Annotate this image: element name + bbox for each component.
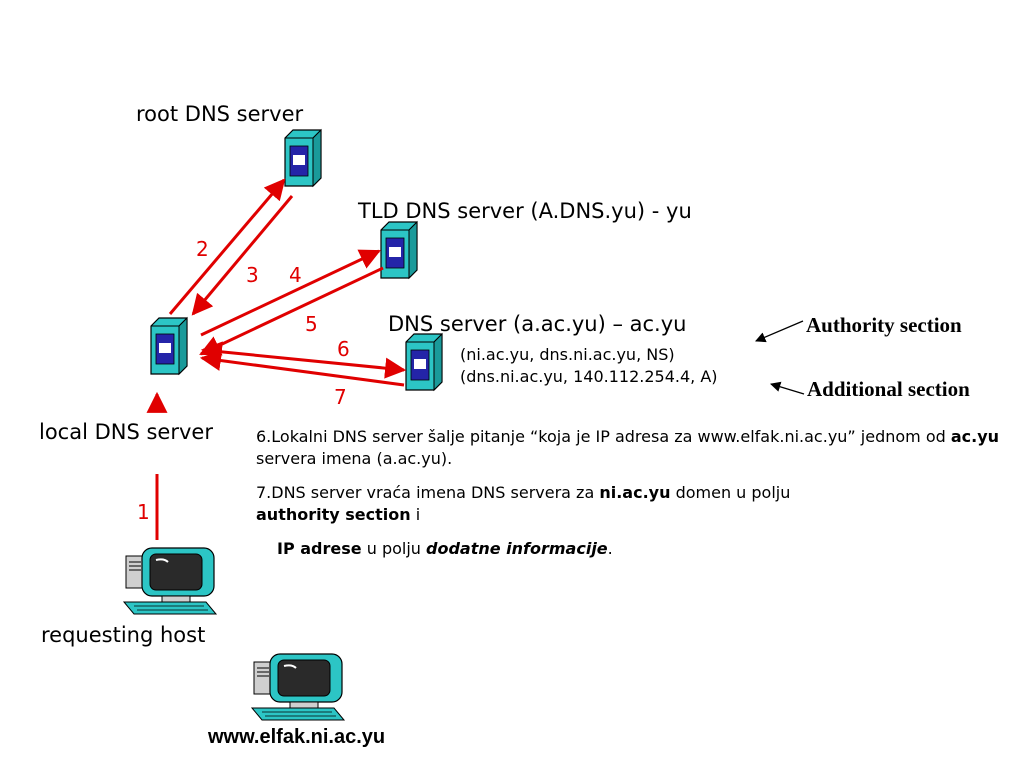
step7-text-e: i	[410, 505, 421, 524]
step7-text-additional: dodatne informacije	[426, 539, 608, 558]
auth-server-label: DNS server (a.ac.yu) – ac.yu	[388, 312, 687, 336]
step-number-5: 5	[305, 312, 318, 336]
step6-arrow	[200, 341, 407, 379]
additional-section-label: Additional section	[807, 377, 970, 401]
authority-record: (ni.ac.yu, dns.ni.ac.yu, NS)	[460, 345, 675, 364]
step2-arrow	[168, 178, 286, 315]
step7-text-ip: IP adrese	[277, 539, 362, 558]
target-host-label: www.elfak.ni.ac.yu	[208, 726, 386, 748]
authority-section-label: Authority section	[806, 313, 962, 337]
step-number-7: 7	[334, 385, 347, 409]
step5-arrow	[199, 266, 384, 356]
local-server-icon	[150, 317, 188, 375]
step-number-3: 3	[246, 263, 259, 287]
step6-text-c: servera imena (a.ac.yu).	[256, 449, 453, 468]
additional-callout-arrow	[770, 381, 805, 395]
target-host-computer-icon	[251, 653, 345, 721]
step3-arrow	[191, 195, 294, 316]
requesting-host-label: requesting host	[41, 623, 206, 647]
root-server-label: root DNS server	[136, 102, 304, 126]
step7-text-a: 7.DNS server vraća imena DNS servera za	[256, 483, 600, 502]
step6-text-bold: ac.yu	[950, 427, 1000, 446]
step4-arrow	[200, 249, 381, 337]
description-step6: 6.Lokalni DNS server šalje pitanje “koja…	[256, 426, 1024, 470]
step-number-4: 4	[289, 263, 302, 287]
step-number-1: 1	[137, 500, 150, 524]
step7-text-period: .	[607, 539, 613, 558]
tld-server-icon	[380, 221, 418, 279]
authority-callout-arrow	[755, 320, 804, 343]
step-number-6: 6	[337, 337, 350, 361]
step7-text-c: domen u polju	[670, 483, 791, 502]
description-step7-cont: IP adrese u polju dodatne informacije.	[277, 538, 1024, 560]
root-server-icon	[284, 129, 322, 187]
step7-arrow	[199, 350, 405, 387]
local-server-label: local DNS server	[39, 420, 213, 444]
requesting-host-computer-icon	[123, 547, 217, 615]
additional-record: (dns.ni.ac.yu, 140.112.254.4, A)	[460, 367, 718, 386]
step-number-2: 2	[196, 237, 209, 261]
step7-text-field: u polju	[361, 539, 426, 558]
step7-text-domain: ni.ac.yu	[599, 483, 671, 502]
step6-text-a: 6.Lokalni DNS server šalje pitanje “koja…	[256, 427, 951, 446]
step7-text-authority: authority section	[256, 505, 411, 524]
auth-server-icon	[405, 333, 443, 391]
tld-server-label: TLD DNS server (A.DNS.yu) - yu	[358, 199, 692, 223]
description-step7: 7.DNS server vraća imena DNS servera za …	[256, 482, 1024, 526]
